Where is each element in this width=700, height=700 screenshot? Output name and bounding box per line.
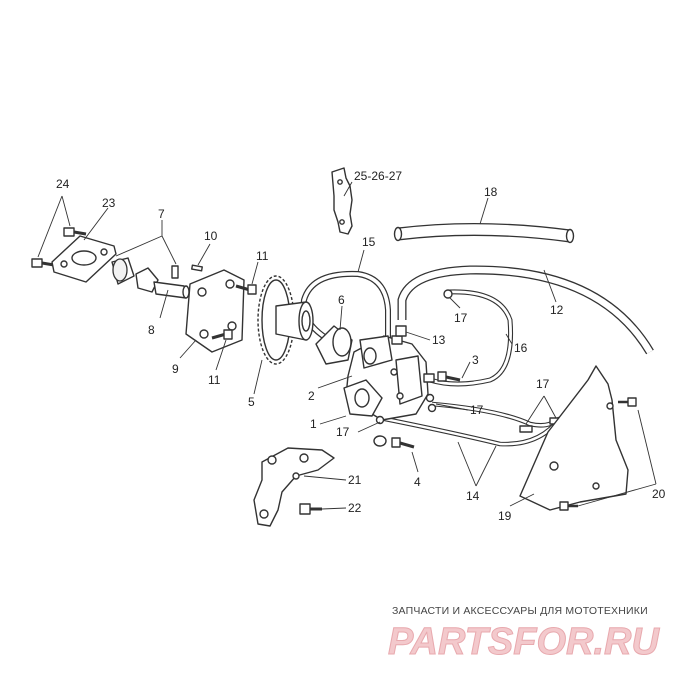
- part-cover-19: [519, 365, 629, 511]
- callout-2: 2: [308, 389, 315, 403]
- part-bracket-21: [253, 447, 335, 527]
- callout-16: 16: [514, 341, 528, 355]
- part-hose-18: [393, 222, 575, 244]
- part-screws-20: [559, 397, 637, 511]
- part-pump-body-1-2: [343, 335, 435, 421]
- callout-21: 21: [348, 473, 362, 487]
- part-screw-22: [299, 503, 322, 515]
- callout-8: 8: [148, 323, 155, 337]
- callout-19: 19: [498, 509, 512, 523]
- callout-labels: 24 23 7 10 11 8 9 11 5 6 2 1 25-26-27 15…: [56, 169, 666, 523]
- part-pipe-12: [397, 265, 654, 355]
- part-cover-9: [185, 269, 245, 353]
- callout-15: 15: [362, 235, 376, 249]
- callout-10: 10: [204, 229, 218, 243]
- callout-3: 3: [472, 353, 479, 367]
- callout-20: 20: [652, 487, 666, 501]
- callout-4: 4: [414, 475, 421, 489]
- part-fitting-13: [395, 325, 407, 337]
- part-pin-10: [191, 264, 203, 272]
- callout-11-bottom: 11: [208, 373, 221, 387]
- leader-lines: [37, 181, 657, 510]
- callout-9: 9: [172, 362, 179, 376]
- part-plate-23: [51, 235, 117, 283]
- brand-logo[interactable]: PARTSFOR.RU: [386, 614, 696, 664]
- part-shaft-8: [153, 281, 190, 299]
- callout-24: 24: [56, 177, 70, 191]
- callout-13: 13: [432, 333, 446, 347]
- callout-25-26-27: 25-26-27: [354, 169, 402, 183]
- brand-tagline: ЗАПЧАСТИ И АКСЕССУАРЫ ДЛЯ МОТОТЕХНИКИ: [392, 605, 648, 617]
- part-clip-25-26-27: [331, 167, 353, 235]
- callout-11-top: 11: [256, 249, 269, 263]
- callout-14: 14: [466, 489, 480, 503]
- part-bushing-6: [315, 325, 353, 365]
- callout-18: 18: [484, 185, 498, 199]
- callout-17-left: 17: [336, 425, 350, 439]
- callout-22: 22: [348, 501, 362, 515]
- part-screw-4: [373, 435, 415, 449]
- part-screws-24: [31, 227, 87, 268]
- callout-17-mid: 17: [470, 403, 484, 417]
- callout-17-right: 17: [536, 377, 550, 391]
- part-pipe-16: [429, 289, 514, 387]
- part-screws-11: [211, 284, 257, 340]
- callout-5: 5: [248, 395, 255, 409]
- callout-1: 1: [310, 417, 317, 431]
- callout-17-top: 17: [454, 311, 468, 325]
- part-bushing-7: [111, 257, 179, 293]
- part-pipe-15: [300, 270, 391, 353]
- callout-7: 7: [158, 207, 165, 221]
- part-screw-3: [437, 371, 461, 382]
- callout-12: 12: [550, 303, 564, 317]
- part-gear-5: [257, 275, 314, 365]
- callout-6: 6: [338, 293, 345, 307]
- brand-logo-text: PARTSFOR.RU: [388, 621, 660, 663]
- callout-23: 23: [102, 196, 116, 210]
